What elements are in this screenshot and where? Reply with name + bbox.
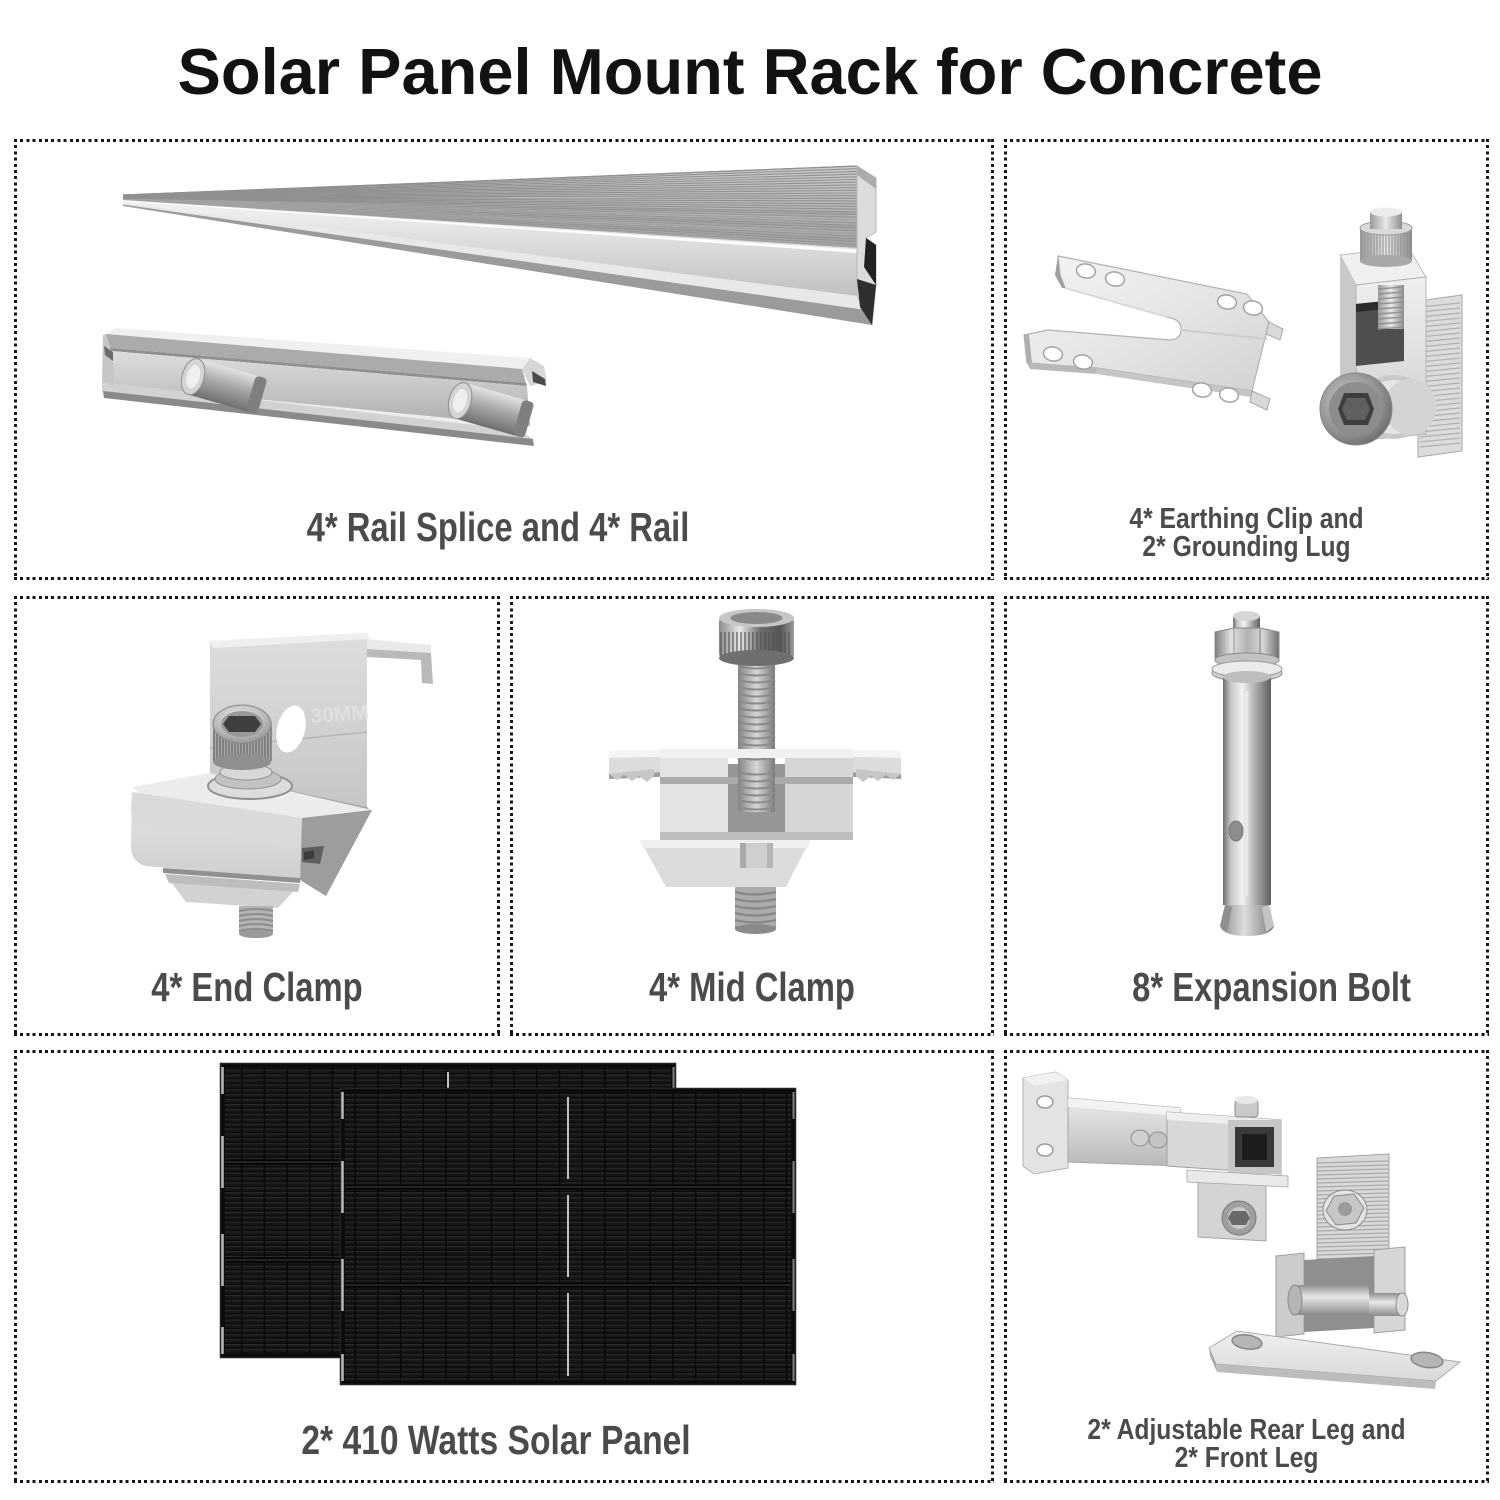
svg-text:30MM: 30MM [310,701,370,728]
